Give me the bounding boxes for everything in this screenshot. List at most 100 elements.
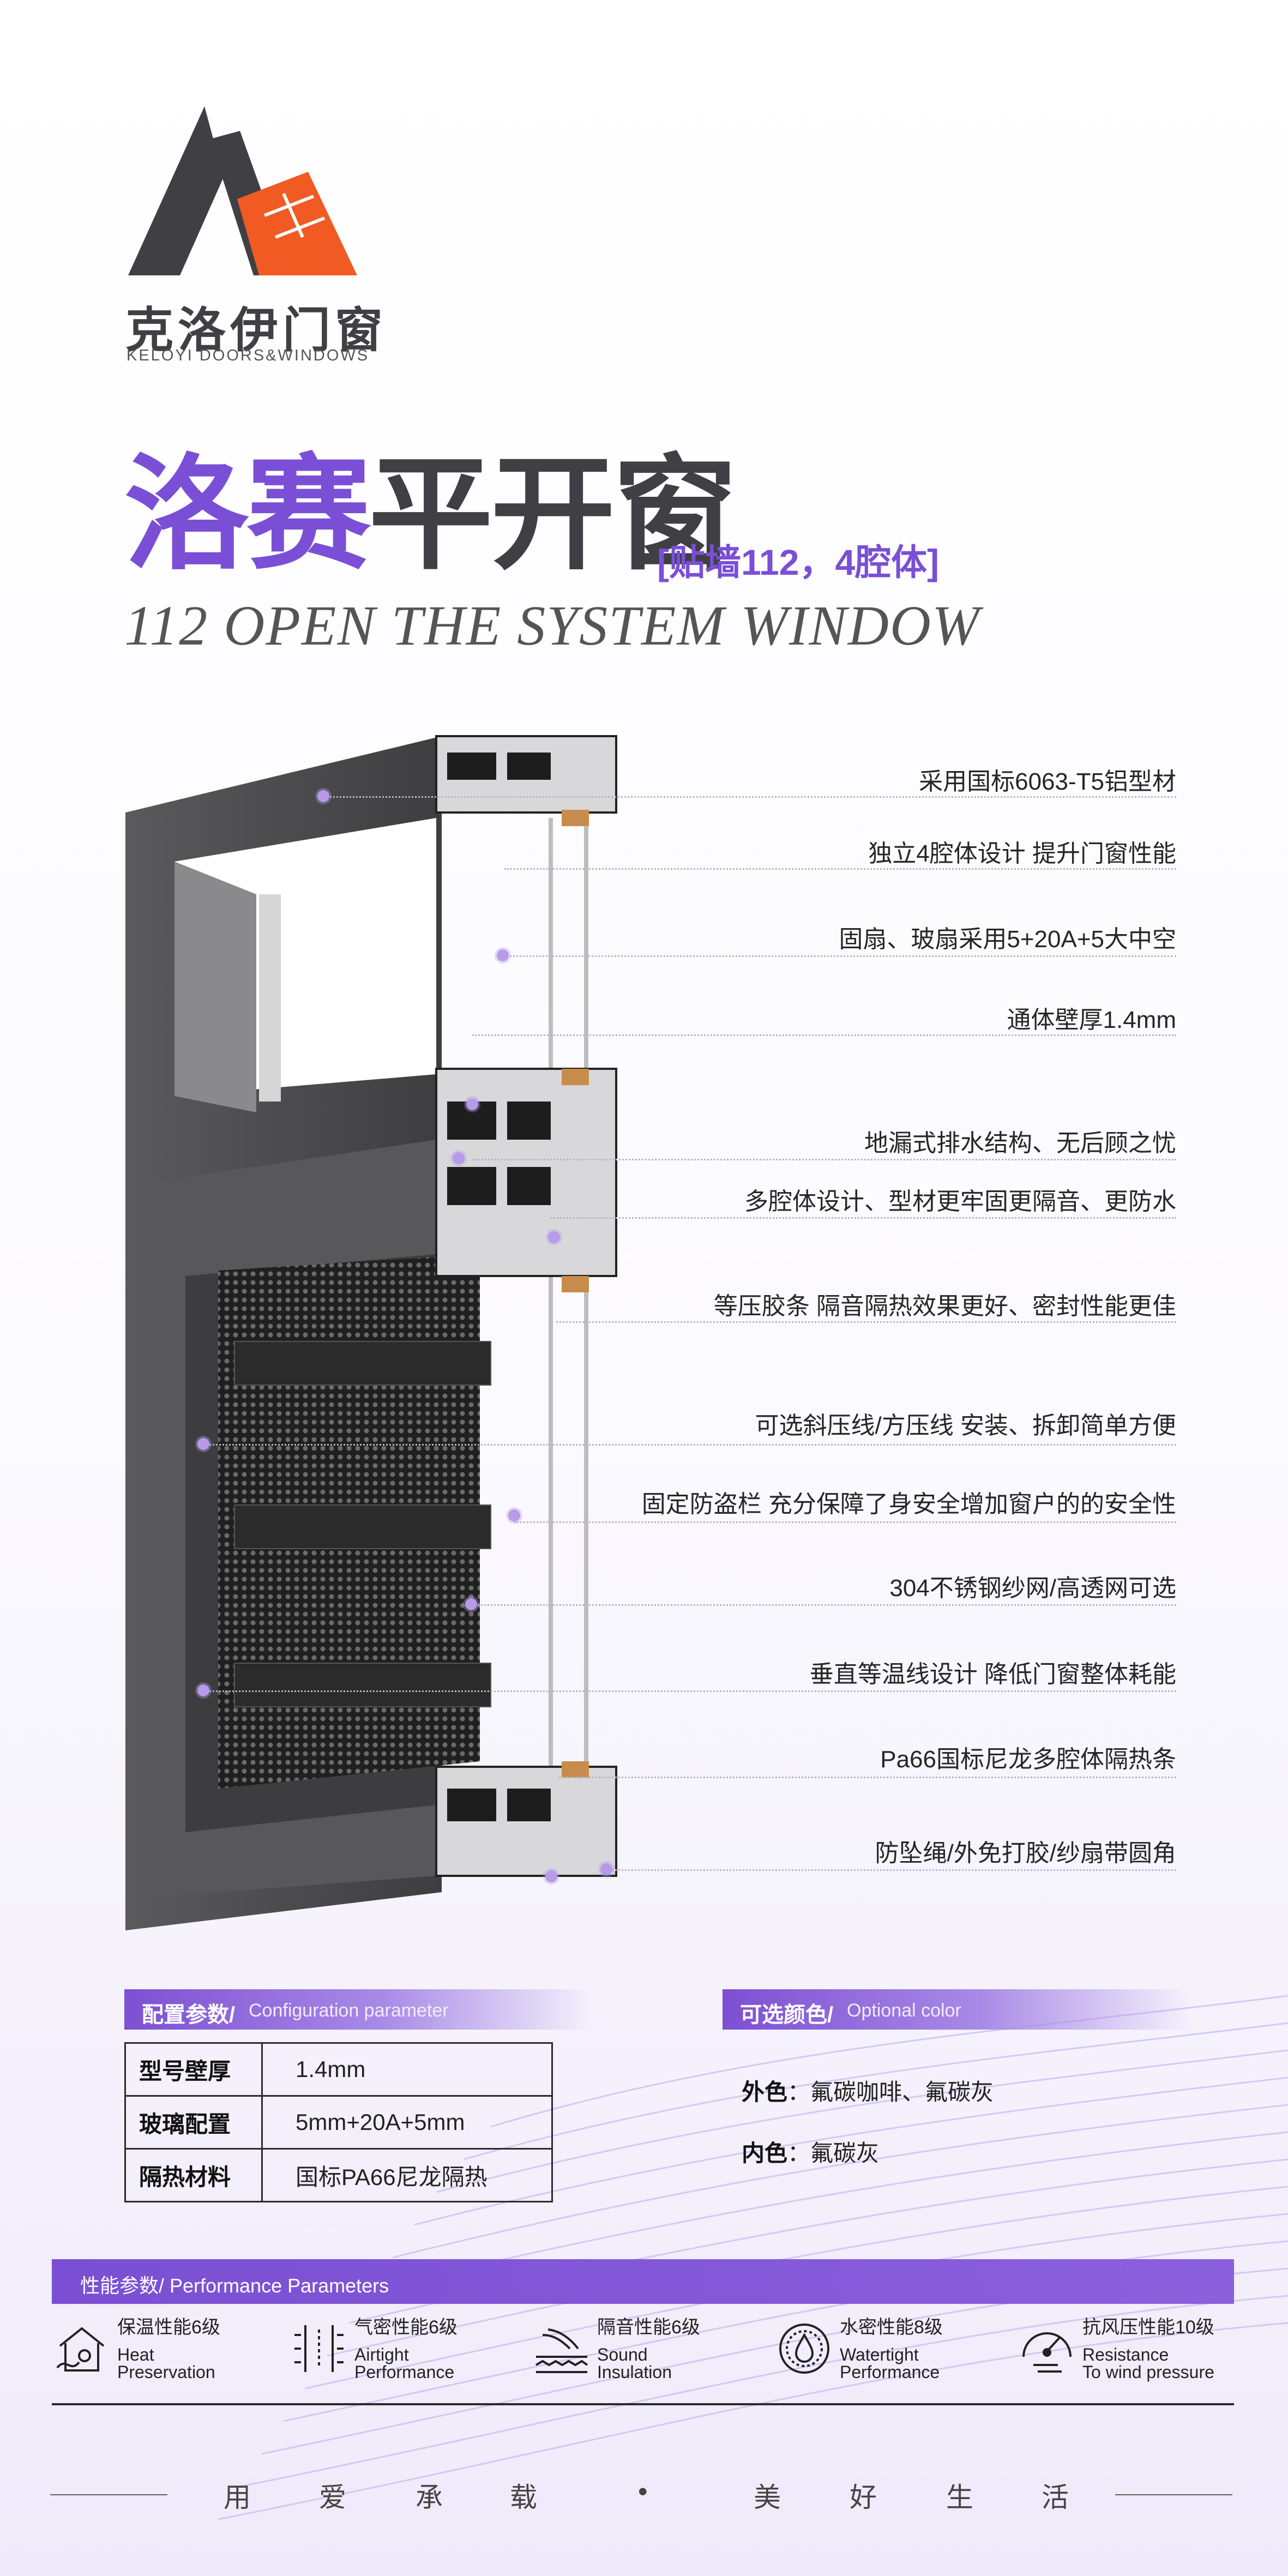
title-subtitle: [贴墙112，4腔体] (657, 542, 940, 582)
window-section-illustration (125, 735, 617, 1930)
title-part-1: 洛赛 (124, 446, 371, 584)
sound-insulation-icon (535, 2328, 588, 2373)
inner-color-value: ：氟碳灰 (787, 2140, 880, 2166)
outer-color: 外色：氟碳咖啡、氟碳灰 (742, 2074, 994, 2107)
feature-leader (471, 1604, 1176, 1606)
slogan-char: 承 (416, 2482, 443, 2513)
feature-label: 垂直等温线设计 降低门窗整体耗能 (809, 1661, 1176, 1688)
config-key: 隔热材料 (124, 2148, 263, 2202)
slogan-char: 活 (1042, 2482, 1069, 2513)
feature-dot (466, 1098, 478, 1110)
config-key: 玻璃配置 (124, 2095, 263, 2150)
config-key: 型号壁厚 (124, 2042, 263, 2097)
feature-label: 采用国标6063-T5铝型材 (919, 768, 1176, 795)
slogan-char: 生 (946, 2482, 973, 2513)
slogan-char: 用 (224, 2482, 251, 2513)
outer-color-value: ：氟碳咖啡、氟碳灰 (787, 2079, 994, 2105)
feature-leader (472, 1034, 1176, 1036)
table-row: 玻璃配置 5mm+20A+5mm (124, 2095, 553, 2150)
feature-label: 多腔体设计、型材更牢固更隔音、更防水 (744, 1188, 1176, 1215)
feature-leader (551, 1217, 1176, 1219)
table-row: 型号壁厚 1.4mm (124, 2042, 553, 2097)
config-table: 型号壁厚 1.4mm 玻璃配置 5mm+20A+5mm 隔热材料 国标PA66尼… (124, 2042, 553, 2202)
color-header-cn: 可选颜色/ (740, 2003, 834, 2027)
slogan-line-right (1115, 2494, 1232, 2495)
title-part-2: 平开窗 (369, 446, 737, 584)
feature-label: 可选斜压线/方压线 安装、拆卸简单方便 (755, 1412, 1176, 1439)
color-section-header: 可选颜色/ Optional color (723, 1989, 1191, 2030)
feature-dot (508, 1509, 520, 1521)
brand-name-en: KELOYI DOORS&WINDOWS (127, 347, 370, 364)
wind-gauge-icon (1022, 2332, 1072, 2373)
slogan-line-left (50, 2494, 167, 2495)
product-title: 洛赛平开窗 (124, 453, 737, 577)
slogan-separator: • (638, 2476, 648, 2507)
perf-title: 隔音性能6级 (597, 2317, 700, 2338)
feature-dot (317, 790, 329, 802)
title-english: 112 OPEN THE SYSTEM WINDOW (124, 594, 980, 657)
inner-color: 内色：氟碳灰 (742, 2135, 879, 2168)
slogan-char: 载 (510, 2482, 537, 2513)
config-section-header: 配置参数/ Configuration parameter (124, 1989, 593, 2030)
feature-leader (504, 868, 1176, 870)
slogan-char: 爱 (319, 2482, 346, 2513)
feature-label: 等压胶条 隔音隔热效果更好、密封性能更佳 (713, 1293, 1176, 1320)
divider (52, 2403, 1234, 2405)
performance-header: 性能参数/ Performance Parameters (52, 2259, 1234, 2304)
feature-dot (545, 1870, 557, 1882)
feature-label: 固定防盗栏 充分保障了身安全增加窗户的的安全性 (641, 1491, 1176, 1518)
house-thermal-icon (56, 2327, 105, 2372)
perf-title: 水密性能8级 (840, 2317, 943, 2338)
config-header-cn: 配置参数/ (142, 2003, 236, 2027)
feature-dot (197, 1684, 209, 1696)
feature-dot (197, 1438, 209, 1450)
config-value: 5mm+20A+5mm (261, 2095, 553, 2150)
feature-label: 通体壁厚1.4mm (1007, 1007, 1176, 1033)
perf-title: 保温性能6级 (117, 2317, 220, 2338)
feature-label: Pa66国标尼龙多腔体隔热条 (880, 1746, 1176, 1773)
perf-title: 气密性能6级 (354, 2317, 458, 2338)
inner-color-label: 内色 (742, 2140, 788, 2166)
perf-title: 抗风压性能10级 (1082, 2317, 1214, 2338)
config-header-en: Configuration parameter (249, 2000, 449, 2021)
feature-label: 304不锈钢纱网/高透网可选 (889, 1575, 1176, 1602)
water-drop-icon (779, 2324, 829, 2374)
feature-leader (323, 796, 1176, 798)
feature-leader (514, 1521, 1176, 1523)
brand-name: 克洛伊门窗 (125, 303, 388, 357)
airtight-icon (294, 2325, 344, 2372)
feature-dot (600, 1863, 612, 1875)
feature-leader (203, 1690, 1176, 1692)
config-value: 国标PA66尼龙隔热 (261, 2148, 553, 2202)
color-header-en: Optional color (847, 2000, 961, 2021)
slogan-char: 美 (754, 2482, 781, 2513)
feature-leader (559, 1777, 1176, 1778)
feature-leader (203, 1444, 1176, 1446)
config-value: 1.4mm (261, 2042, 553, 2097)
feature-label: 防坠绳/外免打胶/纱扇带圆角 (875, 1840, 1176, 1867)
feature-leader (605, 1869, 1176, 1871)
outer-color-label: 外色 (742, 2079, 788, 2105)
feature-dot (497, 949, 509, 961)
feature-dot (453, 1152, 465, 1164)
slogan-char: 好 (850, 2482, 877, 2513)
feature-label: 独立4腔体设计 提升门窗性能 (868, 840, 1176, 867)
feature-dot (465, 1598, 477, 1610)
feature-label: 固扇、玻扇采用5+20A+5大中空 (839, 926, 1176, 953)
performance-header-text: 性能参数/ Performance Parameters (80, 2274, 389, 2297)
table-row: 隔热材料 国标PA66尼龙隔热 (124, 2148, 553, 2202)
brand-logo-icon (128, 106, 357, 275)
feature-label: 地漏式排水结构、无后顾之忧 (864, 1130, 1176, 1157)
feature-leader (472, 1159, 1176, 1160)
feature-leader (556, 1321, 1176, 1323)
